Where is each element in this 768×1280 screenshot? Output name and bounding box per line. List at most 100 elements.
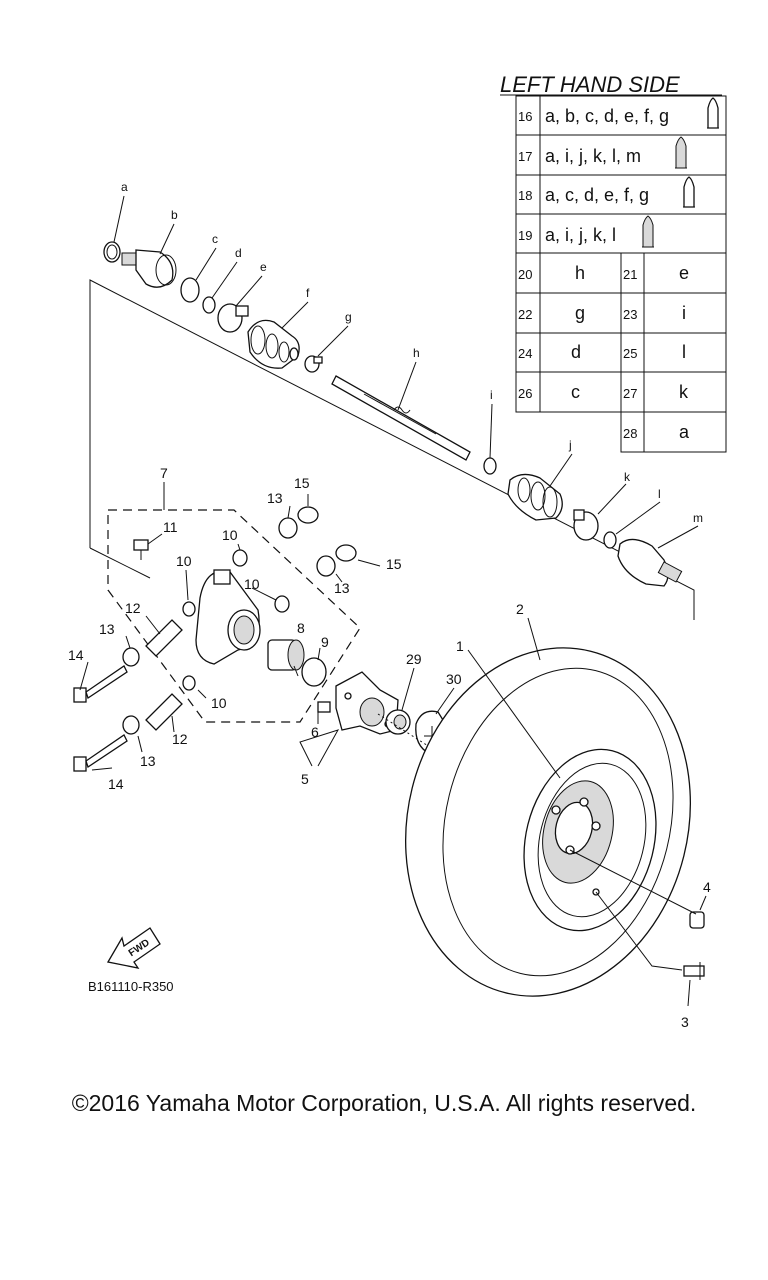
label-a: a [121, 180, 128, 194]
table-row-num: 19 [518, 228, 532, 243]
table-cell-text: k [679, 382, 689, 402]
label-9: 9 [321, 634, 329, 650]
label-j: j [568, 438, 572, 452]
label-13: 13 [99, 621, 115, 637]
boot-j [507, 473, 563, 521]
collar-10 [232, 549, 248, 567]
boot-band-e [217, 303, 249, 333]
circlip-d [202, 296, 216, 314]
label-5: 5 [301, 771, 309, 787]
label-10: 10 [176, 553, 192, 569]
circlip-9 [301, 657, 327, 687]
grease-tube-icon [675, 136, 687, 169]
grease-tube-icon [642, 215, 654, 248]
label-2: 2 [516, 601, 524, 617]
table-row-num: 18 [518, 188, 532, 203]
axle-nut-29 [385, 709, 411, 735]
label-d: d [235, 246, 242, 260]
knuckle [195, 569, 261, 665]
label-k: k [624, 470, 631, 484]
table-cell-num: 25 [623, 346, 637, 361]
label-c: c [212, 232, 218, 246]
cv-joint-m [617, 538, 683, 587]
valve-3 [683, 962, 705, 980]
seal-13 [122, 715, 140, 735]
table-cell-num: 28 [623, 426, 637, 441]
boot-f [247, 319, 300, 369]
circlip-l [603, 531, 617, 549]
table-cell-num: 20 [518, 267, 532, 282]
driveshaft-frame-lines [89, 279, 695, 620]
collar-10 [274, 595, 290, 613]
wheel-1 [523, 748, 657, 932]
label-g: g [345, 310, 352, 324]
table-cell-num: 23 [623, 307, 637, 322]
grease-nipple-11 [133, 539, 149, 560]
label-l: l [658, 487, 661, 501]
label-m: m [693, 511, 703, 525]
hub-5 [335, 671, 399, 735]
boot-band-g [304, 355, 323, 373]
label-11: 11 [163, 519, 178, 535]
ring-c [180, 277, 200, 303]
table-row-num: 16 [518, 109, 532, 124]
label-15: 15 [294, 475, 310, 491]
label-12: 12 [172, 731, 188, 747]
axis-line [377, 713, 561, 831]
table-cell-num: 27 [623, 386, 637, 401]
label-13: 13 [140, 753, 156, 769]
table-cell-text: a [679, 422, 690, 442]
circlip-i [483, 457, 497, 475]
grease-tube-icon [683, 176, 695, 208]
label-13: 13 [334, 580, 350, 596]
label-14: 14 [68, 647, 84, 663]
leader [595, 891, 683, 971]
label-i: i [490, 388, 493, 402]
label-10: 10 [211, 695, 227, 711]
label-4: 4 [703, 879, 711, 895]
lubrication-table: LEFT HAND SIDE 16 a, b, c, d, e, f, g 17… [500, 72, 727, 453]
diagram-code: B161110-R350 [88, 979, 174, 994]
table-title: LEFT HAND SIDE [500, 72, 680, 97]
label-e: e [260, 260, 267, 274]
bolt-14 [73, 665, 128, 703]
fwd-arrow-icon: FWD [106, 927, 161, 969]
table-cell-text: c [571, 382, 580, 402]
table-cell-num: 21 [623, 267, 637, 282]
table-cell-num: 24 [518, 346, 532, 361]
table-row-num: 17 [518, 149, 532, 164]
table-cell-text: g [575, 303, 585, 323]
table-row-text: a, i, j, k, l, m [545, 146, 641, 166]
label-14: 14 [108, 776, 124, 792]
label-f: f [306, 286, 310, 300]
leader [569, 849, 697, 915]
label-b: b [171, 208, 178, 222]
wheel-nut-4 [689, 911, 705, 929]
stud-bolt-6 [317, 701, 331, 713]
boot-band-k [573, 509, 599, 541]
seal-13 [122, 647, 140, 667]
label-1: 1 [456, 638, 464, 654]
cv-joint-b [121, 249, 177, 288]
seal-13 [278, 517, 298, 539]
pin-12 [145, 619, 183, 657]
label-12: 12 [125, 600, 141, 616]
table-cell-text: i [682, 303, 686, 323]
label-7: 7 [160, 465, 168, 481]
circlip-a [103, 241, 121, 263]
label-h: h [413, 346, 420, 360]
label-10: 10 [244, 576, 260, 592]
label-3: 3 [681, 1014, 689, 1030]
label-13: 13 [267, 490, 283, 506]
bearing-8 [267, 639, 305, 671]
copyright-notice: ©2016 Yamaha Motor Corporation, U.S.A. A… [71, 1090, 697, 1116]
table-cell-text: h [575, 263, 585, 283]
table-cell-text: e [679, 263, 689, 283]
label-29: 29 [406, 651, 422, 667]
table-cell-text: l [682, 342, 686, 362]
table-row-text: a, b, c, d, e, f, g [545, 106, 669, 126]
drive-shaft-h [331, 375, 471, 461]
bolt-14 [73, 734, 128, 772]
pin-12 [145, 693, 183, 731]
